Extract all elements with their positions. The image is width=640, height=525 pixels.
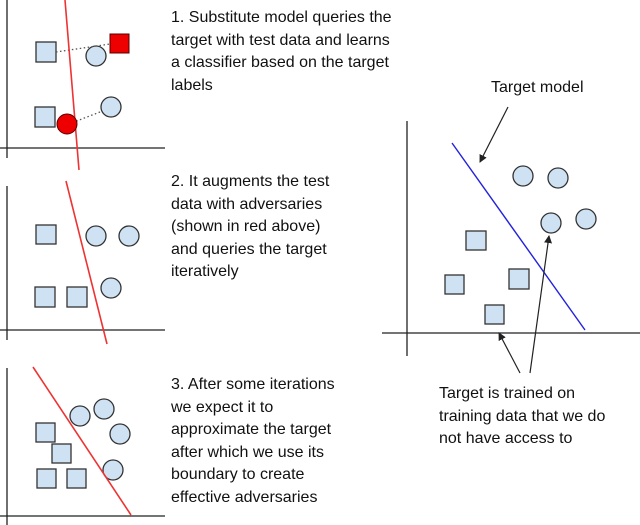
substitute-boundary	[65, 180, 108, 345]
data-circle	[118, 225, 140, 247]
adversary-circle	[56, 113, 78, 135]
data-circle	[102, 459, 124, 481]
data-circle	[109, 423, 131, 445]
data-square	[34, 286, 56, 308]
data-circle	[100, 96, 122, 118]
data-square	[508, 268, 530, 290]
step-2-caption: 2. It augments the test data with advers…	[171, 173, 330, 280]
data-square	[35, 224, 57, 245]
data-square	[35, 422, 56, 443]
data-square	[484, 304, 505, 325]
adversary-link	[55, 43, 111, 53]
panel-1	[0, 0, 165, 171]
step-1-caption: 1. Substitute model queries the target w…	[171, 9, 392, 94]
target-model-arrow	[479, 106, 509, 163]
data-circle	[512, 165, 534, 187]
training-data-arrow	[529, 235, 553, 374]
data-square	[66, 286, 88, 308]
data-square	[35, 41, 57, 63]
data-circle	[85, 45, 107, 67]
data-square	[51, 443, 72, 464]
data-square	[34, 106, 56, 128]
target-panel	[382, 106, 640, 374]
data-square	[444, 274, 465, 295]
data-circle	[85, 225, 107, 247]
data-circle	[547, 167, 569, 189]
panel-3	[0, 366, 165, 525]
data-circle	[69, 405, 91, 427]
step-3-caption: 3. After some iterations we expect it to…	[171, 376, 335, 506]
data-circle	[93, 398, 115, 420]
adversary-link	[73, 111, 101, 123]
data-square	[36, 468, 57, 489]
target-training-caption: Target is trained on training data that …	[439, 385, 606, 447]
substitute-boundary	[32, 366, 132, 516]
data-square	[66, 468, 87, 489]
data-circle	[540, 212, 562, 234]
training-data-arrow	[498, 332, 521, 374]
data-circle	[575, 208, 597, 230]
substitute-boundary	[64, 0, 80, 171]
target-boundary	[451, 142, 586, 331]
panel-2	[0, 180, 165, 345]
data-circle	[100, 277, 122, 299]
adversary-square	[109, 33, 130, 54]
target-model-label: Target model	[491, 79, 584, 96]
data-square	[465, 230, 487, 251]
